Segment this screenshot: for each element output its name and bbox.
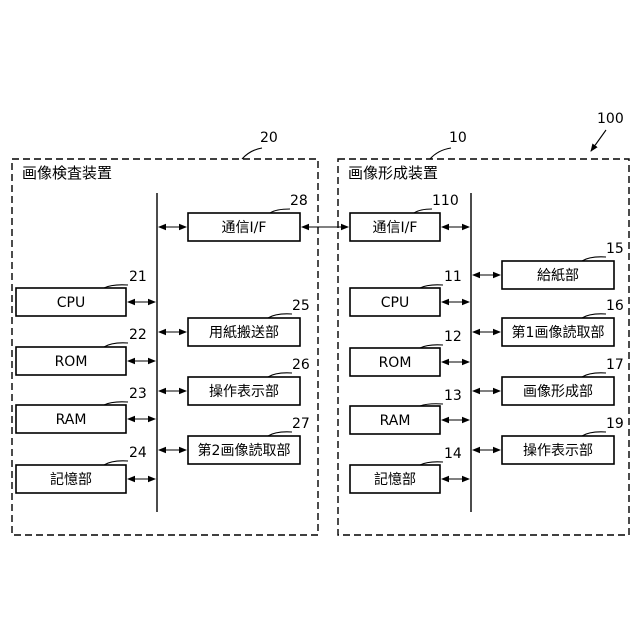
inspection-storage-label: 記憶部 [50, 471, 92, 488]
forming-storage-module: 記憶部 14 [350, 446, 469, 493]
inspection-rom-module: ROM 22 [16, 327, 155, 375]
forming-comm-if-module: 通信I/F 110 [350, 193, 469, 241]
inspection-operation-display-label: 操作表示部 [209, 384, 279, 400]
forming-device-title: 画像形成装置 [348, 164, 438, 182]
figure-ref-label: 100 [597, 111, 624, 127]
forming-first-reader-label: 第1画像読取部 [512, 324, 605, 341]
inspection-paper-transport-ref: 25 [292, 298, 310, 314]
inspection-paper-transport-module: 用紙搬送部 25 [159, 298, 310, 346]
inspection-device-ref: 20 [260, 130, 278, 146]
inspection-rom-ref: 22 [129, 327, 147, 343]
forming-cpu-module: CPU 11 [350, 269, 469, 316]
inspection-ram-module: RAM 23 [16, 386, 155, 433]
inspection-operation-display-module: 操作表示部 26 [159, 357, 310, 405]
forming-cpu-label: CPU [381, 295, 409, 311]
forming-comm-if-label: 通信I/F [373, 220, 418, 236]
forming-device-ref: 10 [449, 130, 467, 146]
forming-comm-if-ref: 110 [432, 193, 459, 209]
forming-ram-label: RAM [380, 413, 411, 429]
inspection-paper-transport-label: 用紙搬送部 [209, 325, 279, 341]
inspection-storage-module: 記憶部 24 [16, 445, 155, 493]
inspection-operation-display-ref: 26 [292, 357, 310, 373]
forming-operation-display-ref: 19 [606, 416, 624, 432]
inspection-ram-label: RAM [56, 412, 87, 428]
inspection-ram-ref: 23 [129, 386, 147, 402]
forming-paper-feed-label: 給紙部 [537, 268, 579, 284]
forming-first-reader-module: 第1画像読取部 16 [473, 298, 624, 346]
inspection-device-title: 画像検査装置 [22, 164, 112, 182]
forming-rom-module: ROM 12 [350, 329, 469, 376]
forming-operation-display-label: 操作表示部 [523, 443, 593, 459]
inspection-cpu-label: CPU [57, 295, 85, 311]
inspection-cpu-ref: 21 [129, 269, 147, 285]
inspection-second-reader-ref: 27 [292, 416, 310, 432]
figure-ref-leader [591, 130, 606, 151]
inspection-cpu-module: CPU 21 [16, 269, 155, 316]
forming-cpu-ref: 11 [444, 269, 462, 285]
inspection-comm-if-ref: 28 [290, 193, 308, 209]
forming-paper-feed-module: 給紙部 15 [473, 241, 624, 289]
forming-device: 画像形成装置 10 通信I/F 110 CPU 11 ROM 12 [338, 130, 629, 535]
forming-device-ref-leader [430, 148, 451, 159]
forming-rom-label: ROM [379, 355, 412, 371]
forming-image-forming-ref: 17 [606, 357, 624, 373]
forming-ram-module: RAM 13 [350, 388, 469, 434]
forming-first-reader-ref: 16 [606, 298, 624, 314]
inspection-device: 画像検査装置 20 CPU 21 ROM 22 RAM 23 [12, 130, 318, 535]
forming-image-forming-module: 画像形成部 17 [473, 357, 624, 405]
inspection-storage-ref: 24 [129, 445, 147, 461]
inspection-device-ref-leader [242, 148, 262, 159]
forming-operation-display-module: 操作表示部 19 [473, 416, 624, 464]
forming-ram-ref: 13 [444, 388, 462, 404]
inspection-second-reader-label: 第2画像読取部 [198, 442, 291, 459]
forming-storage-ref: 14 [444, 446, 462, 462]
inspection-comm-if-module: 通信I/F 28 [159, 193, 308, 241]
inspection-second-reader-module: 第2画像読取部 27 [159, 416, 310, 464]
forming-storage-label: 記憶部 [374, 471, 416, 488]
forming-image-forming-label: 画像形成部 [523, 384, 593, 400]
inspection-comm-if-label: 通信I/F [222, 220, 267, 236]
forming-rom-ref: 12 [444, 329, 462, 345]
inspection-rom-label: ROM [55, 354, 88, 370]
forming-paper-feed-ref: 15 [606, 241, 624, 257]
